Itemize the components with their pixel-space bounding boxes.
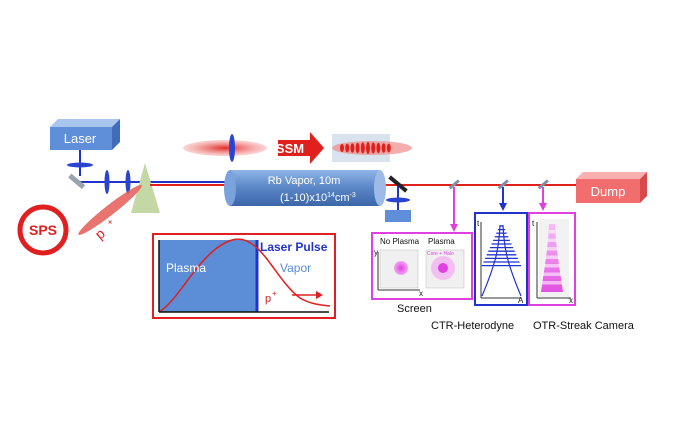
otr-microbunch-band — [545, 255, 559, 259]
laser-mirror — [68, 173, 86, 190]
microbunch — [350, 143, 355, 153]
screen-no-plasma-label: No Plasma — [380, 237, 420, 246]
microbunch — [366, 142, 370, 154]
laser-label: Laser — [64, 131, 97, 146]
otr-microbunch-band — [546, 247, 558, 251]
screen-arrowhead — [450, 224, 458, 232]
rb-vapor-cell — [224, 170, 386, 206]
rb-vapor-title: Rb Vapor, 10m — [268, 175, 341, 187]
ssm-label: SSM — [276, 141, 304, 156]
inset-proton-sup: + — [272, 289, 277, 298]
ssm-arrow — [278, 132, 324, 164]
merging-prism — [131, 163, 160, 213]
exit-mirror — [388, 175, 408, 193]
otr-caption: OTR-Streak Camera — [533, 320, 635, 332]
microbunch — [340, 144, 344, 152]
ctr-mirror — [497, 179, 509, 190]
laser-block — [385, 210, 411, 222]
screen-core — [438, 263, 448, 273]
rb-density-exp: 14 — [327, 192, 335, 199]
proton-beam-label: p — [92, 225, 108, 242]
screen-plasma-label: Plasma — [428, 237, 455, 246]
ctr-arrowhead — [499, 203, 507, 211]
screen-y-label: y — [374, 248, 378, 257]
otr-microbunch-band — [549, 230, 555, 234]
plasma-inset-panel — [152, 233, 336, 319]
otr-microbunch-band — [542, 272, 562, 276]
microbunch — [360, 142, 365, 154]
microbunch — [381, 143, 386, 153]
otr-x-label: x — [569, 296, 573, 305]
otr-t-label: t — [532, 219, 535, 228]
laser-source — [50, 119, 120, 150]
microbunch — [355, 142, 360, 154]
laser-lens — [67, 162, 93, 168]
otr-microbunch-band — [543, 264, 561, 268]
otr-microbunch-band — [547, 238, 557, 242]
inset-plasma-label: Plasma — [166, 261, 206, 275]
inset-vapor-label: Vapor — [280, 261, 311, 275]
plasma-region — [159, 240, 257, 312]
inset-proton-label: p — [265, 293, 271, 305]
ctr-panel — [474, 212, 528, 306]
rb-vapor-density: (1-10)x1014cm-3 — [280, 192, 356, 204]
drive-bunch — [183, 140, 267, 156]
focus-lens-2 — [125, 170, 131, 194]
otr-mirror — [537, 179, 549, 190]
screen-spot-no-plasma — [394, 261, 408, 275]
proton-beam-label-sup: + — [105, 216, 115, 227]
sps-accelerator — [17, 204, 69, 256]
microbunch — [345, 143, 350, 153]
rb-density-prefix: (1-10)x10 — [280, 192, 327, 204]
screen-x-label: x — [419, 289, 423, 298]
laser-pulse-envelope — [158, 238, 331, 313]
otr-arrowhead — [539, 203, 547, 211]
dump-label: Dump — [591, 184, 626, 199]
otr-panel — [528, 212, 576, 306]
focus-lens-1 — [104, 170, 110, 194]
sps-proton-bunch — [78, 185, 142, 235]
screen-panel — [371, 232, 473, 300]
inset-laser-pulse-label: Laser Pulse — [260, 240, 328, 254]
ctr-t-label: t — [477, 219, 480, 228]
microbunch — [386, 143, 391, 153]
screen-caption: Screen — [397, 303, 432, 315]
sps-label: SPS — [29, 222, 57, 238]
rb-density-unit: cm — [335, 192, 350, 204]
screen-core-halo-label: Core + Halo — [427, 251, 454, 257]
ctr-caption: CTR-Heterodyne — [431, 320, 514, 332]
microbunch — [371, 142, 376, 154]
exit-lens — [386, 197, 410, 203]
ssm-lens — [229, 134, 235, 162]
ctr-a-label: A — [518, 296, 524, 305]
rb-density-unit-exp: -3 — [350, 192, 356, 199]
microbunch — [376, 142, 381, 154]
otr-microbunch-band — [541, 281, 563, 285]
beam-dump — [576, 172, 647, 203]
inset-proton-arrowhead — [316, 291, 323, 299]
modulated-bunch — [332, 134, 412, 162]
screen-mirror — [448, 179, 460, 190]
